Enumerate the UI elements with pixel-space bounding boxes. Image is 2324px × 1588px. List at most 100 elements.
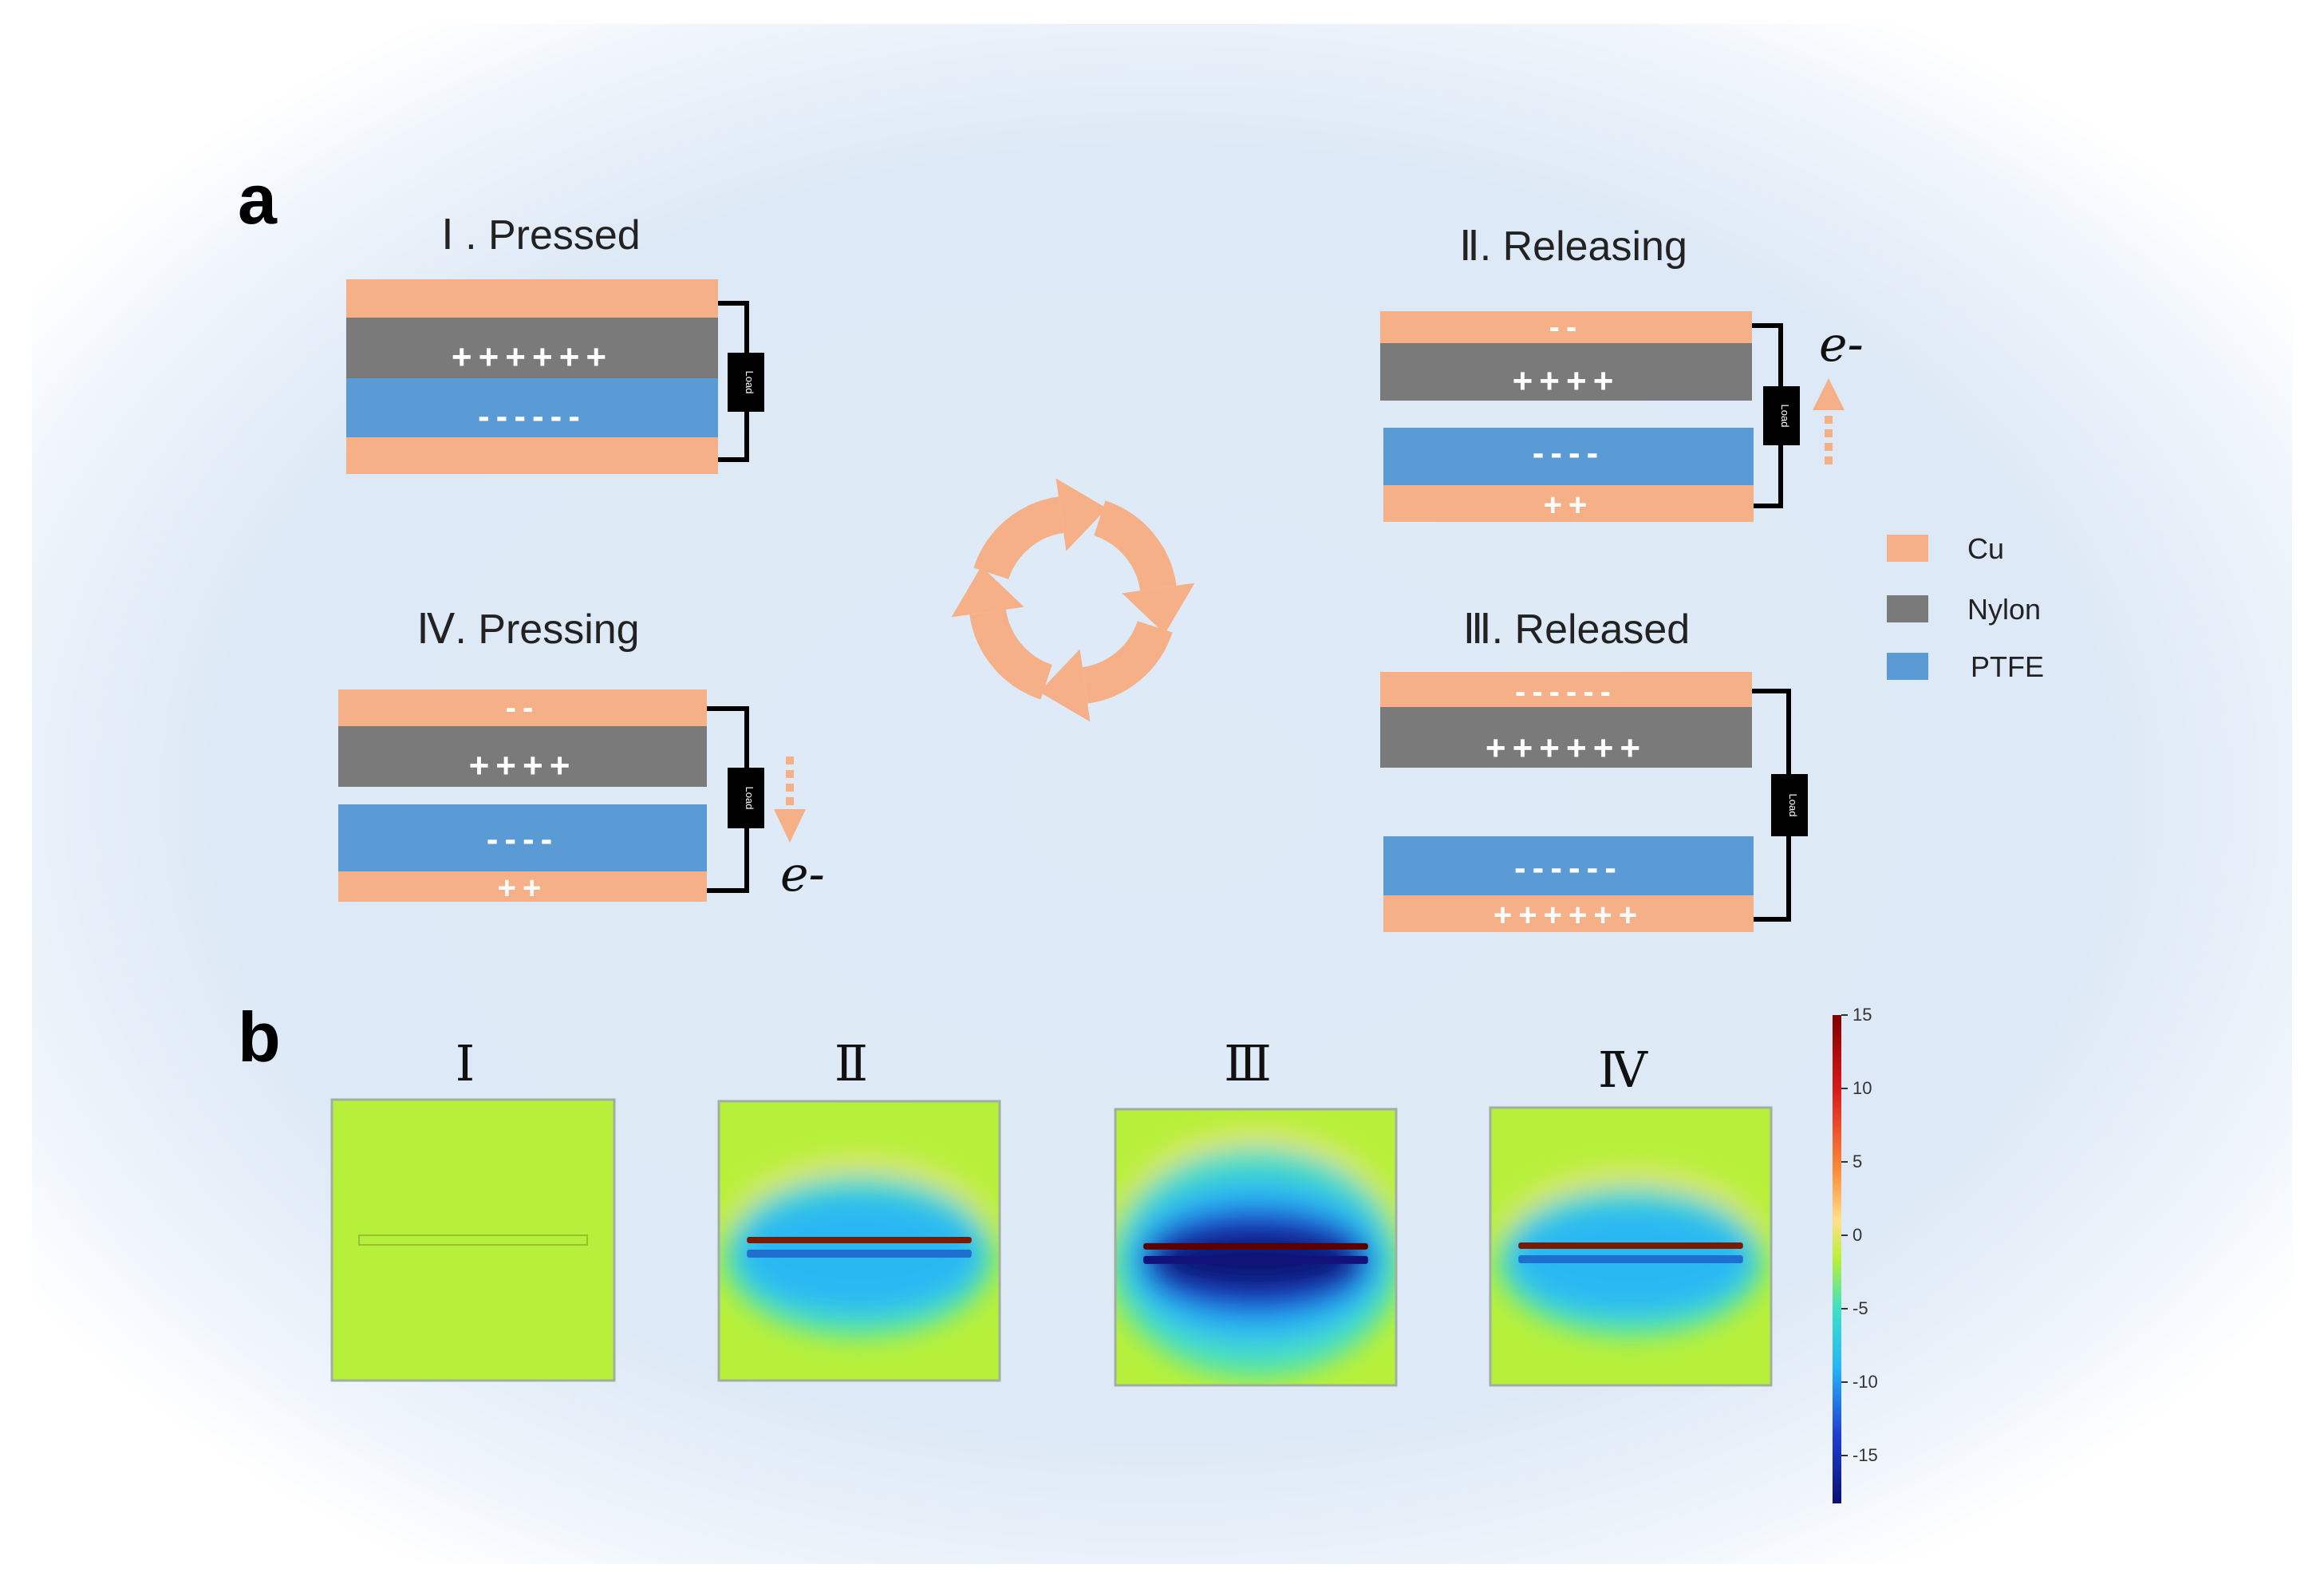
colorbar: 15 10 5 0 -5 -10 -15 xyxy=(1833,1005,1878,1503)
ptfe-charges: ---- xyxy=(1533,433,1605,472)
state-1-pressed: Ⅰ . Pressed ++++++ ------ Load xyxy=(346,212,764,474)
potential-map-4: Ⅳ xyxy=(1489,1041,1773,1387)
cycle-arrow-head xyxy=(1055,478,1107,551)
cu-top-electrode xyxy=(1380,311,1752,343)
state-4-pressing: Ⅳ. Pressing -- ++++ ---- ++ Load e- xyxy=(338,606,825,906)
electron-flow-arrow-head xyxy=(774,809,806,843)
electron-flow-arrow-head xyxy=(1813,378,1845,410)
potential-field xyxy=(1115,1109,1396,1385)
cycle-arrow-head xyxy=(1039,649,1091,722)
ptfe-layer xyxy=(346,378,718,437)
ptfe-strip xyxy=(1143,1255,1368,1264)
cu-top-charges: -- xyxy=(506,690,540,725)
state-4-title: Ⅳ. Pressing xyxy=(416,606,639,653)
cu-bottom-electrode xyxy=(338,871,707,902)
cycle-arrow-body xyxy=(1093,500,1177,591)
potential-field xyxy=(1490,1108,1771,1385)
potential-map-3: Ⅲ xyxy=(1114,1034,1398,1387)
cu-bottom-electrode xyxy=(1383,485,1754,522)
legend-label-ptfe: PTFE xyxy=(1971,650,2044,683)
nylon-layer xyxy=(338,726,707,787)
legend: Cu Nylon PTFE xyxy=(1887,532,2044,683)
legend-label-cu: Cu xyxy=(1967,532,2004,565)
load-label: Load xyxy=(1787,794,1799,817)
nylon-layer xyxy=(1380,343,1752,401)
colorbar-tick-label: 0 xyxy=(1852,1225,1862,1245)
legend-label-nylon: Nylon xyxy=(1967,593,2041,626)
map-background xyxy=(332,1100,614,1381)
map-border xyxy=(1489,1106,1773,1387)
load-resistor xyxy=(1771,774,1808,836)
load-resistor xyxy=(728,353,764,412)
nylon-strip xyxy=(1518,1242,1743,1249)
nylon-charges: ++++++ xyxy=(452,338,613,377)
state-2-title: Ⅱ. Releasing xyxy=(1459,223,1687,270)
cu-bottom-charges: ++++++ xyxy=(1493,898,1643,933)
colorbar-ticks: 15 10 5 0 -5 -10 -15 xyxy=(1841,1005,1878,1465)
colorbar-tick-label: 5 xyxy=(1852,1151,1862,1171)
map-border xyxy=(330,1098,616,1382)
colorbar-tick-label: 10 xyxy=(1852,1078,1872,1098)
cycle-arrow-head xyxy=(951,566,1024,618)
ptfe-layer xyxy=(1383,836,1754,895)
cu-top-electrode xyxy=(1380,672,1752,707)
cu-top-charges: ------ xyxy=(1515,674,1617,709)
cycle-arrow-body xyxy=(973,496,1064,580)
state-3-released: Ⅲ. Released ------ ++++++ ------ ++++++ … xyxy=(1380,606,1808,933)
cu-bottom-electrode xyxy=(1383,895,1754,932)
cycle-arrows-icon xyxy=(951,478,1195,722)
cycle-arrow-body xyxy=(1082,620,1173,704)
cu-top-electrode xyxy=(338,689,707,726)
cu-top-charges: -- xyxy=(1549,310,1584,345)
load-resistor xyxy=(728,768,764,828)
potential-map-1: Ⅰ xyxy=(330,1034,616,1382)
cu-top-electrode xyxy=(346,279,718,318)
map-border xyxy=(1114,1108,1398,1387)
state-1-title: Ⅰ . Pressed xyxy=(441,212,640,259)
ptfe-strip xyxy=(1518,1254,1743,1263)
colorbar-gradient xyxy=(1833,1015,1841,1503)
nylon-layer xyxy=(1380,707,1752,768)
potential-map-2: Ⅱ xyxy=(717,1034,1001,1382)
ptfe-strip xyxy=(747,1250,972,1258)
electron-label: e- xyxy=(780,847,825,903)
nylon-strip xyxy=(1143,1242,1368,1250)
ptfe-layer xyxy=(1383,428,1754,485)
cycle-arrow-head xyxy=(1122,583,1195,634)
nylon-charges: ++++ xyxy=(469,746,577,785)
colorbar-tick-label: 15 xyxy=(1852,1005,1872,1025)
nylon-charges: ++++++ xyxy=(1486,729,1647,768)
cu-bottom-electrode xyxy=(346,437,718,474)
load-label: Load xyxy=(744,787,756,810)
colorbar-tick-label: -5 xyxy=(1852,1298,1868,1318)
colorbar-tick-label: -10 xyxy=(1852,1372,1878,1392)
potential-field xyxy=(719,1101,1000,1381)
device-outline xyxy=(358,1234,588,1246)
legend-swatch-ptfe xyxy=(1887,653,1928,680)
map-border xyxy=(717,1100,1001,1382)
nylon-layer xyxy=(346,318,718,378)
panel-a-label: a xyxy=(238,160,278,239)
potential-map-title: Ⅲ xyxy=(1224,1034,1272,1092)
nylon-strip xyxy=(747,1237,972,1243)
potential-map-title: Ⅰ xyxy=(456,1034,475,1092)
legend-swatch-nylon xyxy=(1887,595,1928,622)
ptfe-charges: ---- xyxy=(487,820,559,859)
state-3-title: Ⅲ. Released xyxy=(1463,606,1690,653)
nylon-charges: ++++ xyxy=(1513,361,1620,401)
ptfe-layer xyxy=(338,804,707,871)
cu-bottom-charges: ++ xyxy=(498,871,548,906)
potential-field xyxy=(332,1100,614,1381)
load-resistor xyxy=(1763,386,1800,445)
ptfe-charges: ------ xyxy=(1514,848,1623,887)
panel-b-label: b xyxy=(238,997,281,1076)
potential-maps: Ⅰ Ⅱ Ⅲ Ⅳ xyxy=(330,1034,1773,1387)
potential-map-title: Ⅳ xyxy=(1598,1041,1648,1099)
electron-label: e- xyxy=(1819,317,1864,373)
load-label: Load xyxy=(744,371,756,394)
load-label: Load xyxy=(1779,405,1791,428)
potential-map-title: Ⅱ xyxy=(835,1034,868,1092)
colorbar-tick-label: -15 xyxy=(1852,1445,1878,1465)
